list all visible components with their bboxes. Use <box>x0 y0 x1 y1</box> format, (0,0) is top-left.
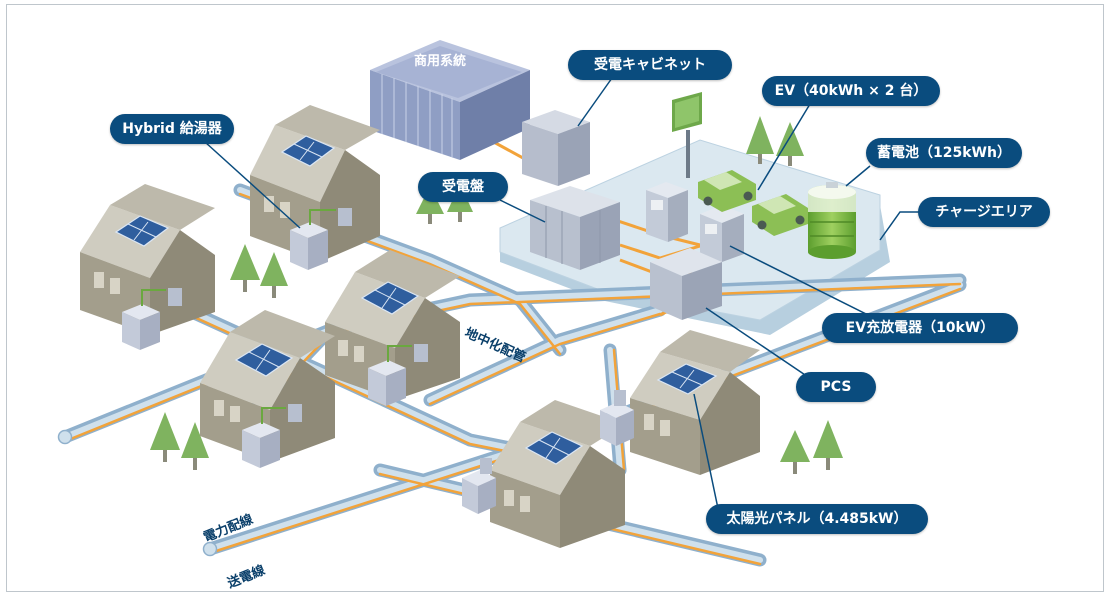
electric-vehicles <box>698 170 808 236</box>
tree-icon <box>746 116 774 164</box>
hybrid-water-heater-label: Hybrid 給湯器 <box>110 114 234 144</box>
house-north <box>250 105 380 262</box>
house-south <box>490 400 625 548</box>
hybrid-water-heater-unit <box>290 208 352 270</box>
callout-leaders <box>204 77 930 519</box>
storage-battery <box>808 182 856 259</box>
sign-board <box>672 92 702 178</box>
receiving-cabinet-label: 受電キャビネット <box>568 50 732 80</box>
charge-area-label: チャージエリア <box>918 197 1050 227</box>
hybrid-water-heater-unit <box>368 344 428 406</box>
house-equipment <box>122 208 634 514</box>
hybrid-water-heater-unit <box>122 288 182 350</box>
pcs-unit <box>650 248 722 320</box>
tree-icon <box>813 420 843 470</box>
solar-panel-label: 太陽光パネル（4.485kW） <box>706 504 928 534</box>
hybrid-water-heater-unit <box>242 404 302 468</box>
commercial-building <box>370 40 530 160</box>
tree-icon <box>230 244 260 292</box>
tree-icon <box>776 122 804 166</box>
house-west <box>80 184 215 335</box>
pcs-label: PCS <box>796 372 876 402</box>
hybrid-water-heater-unit <box>600 390 634 446</box>
receiving-cabinet <box>522 110 590 186</box>
receiving-panel <box>530 186 620 270</box>
ev-charger-units <box>646 182 744 262</box>
tree-icon <box>780 430 810 474</box>
ev-label: EV（40kWh × 2 台） <box>762 76 940 106</box>
tree-icon <box>260 252 288 298</box>
commercial-grid-label: 商用系統 <box>414 54 467 69</box>
hybrid-water-heater-unit <box>462 458 496 514</box>
ev-charger-label: EV充放電器（10kW） <box>822 313 1018 343</box>
tree-icon <box>181 422 209 470</box>
storage-battery-label: 蓄電池（125kWh） <box>866 138 1022 168</box>
tree-icon <box>150 412 180 462</box>
receiving-panel-label: 受電盤 <box>418 172 508 202</box>
house-east <box>630 330 760 475</box>
